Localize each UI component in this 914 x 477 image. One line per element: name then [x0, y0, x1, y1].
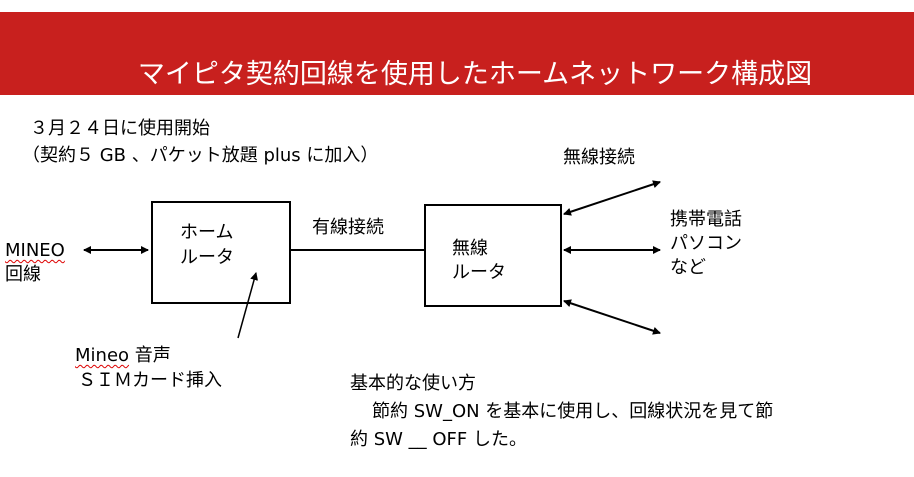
wired-label: 有線接続 — [312, 217, 384, 238]
title-banner — [0, 12, 914, 95]
mineo-label: MINEO — [5, 240, 65, 261]
wireless-arrow-up — [563, 180, 661, 216]
wireless-router-label-2: ルータ — [452, 262, 506, 283]
home-router-label-1: ホーム — [180, 222, 234, 243]
sim-label-2: ＳＩＭカード挿入 — [78, 370, 222, 391]
devices-label-2: パソコン — [670, 233, 742, 254]
usage-heading: 基本的な使い方 — [350, 373, 476, 394]
usage-line-1: 節約 SW_ON を基本に使用し、回線状況を見て節 — [372, 401, 774, 422]
wireless-router-label-1: 無線 — [452, 238, 488, 259]
sim-insert-arrow — [237, 272, 258, 339]
contract-note: （契約５ GB 、パケット放題 plus に加入） — [22, 145, 379, 166]
home-router-box — [151, 201, 291, 304]
line-label: 回線 — [5, 264, 41, 285]
usage-line-2: 約 SW __ OFF した。 — [350, 429, 527, 450]
sim-label-1: Mineo 音声 — [75, 345, 171, 366]
home-router-label-2: ルータ — [180, 247, 234, 268]
wireless-router-box — [424, 204, 562, 307]
wireless-label: 無線接続 — [563, 147, 635, 168]
page-title: マイピタ契約回線を使用したホームネットワーク構成図 — [137, 59, 813, 90]
devices-label-3: など — [670, 257, 706, 278]
devices-label-1: 携帯電話 — [670, 209, 742, 230]
wireless-arrow-down — [563, 299, 661, 335]
start-date-note: ３月２４日に使用開始 — [30, 118, 210, 139]
